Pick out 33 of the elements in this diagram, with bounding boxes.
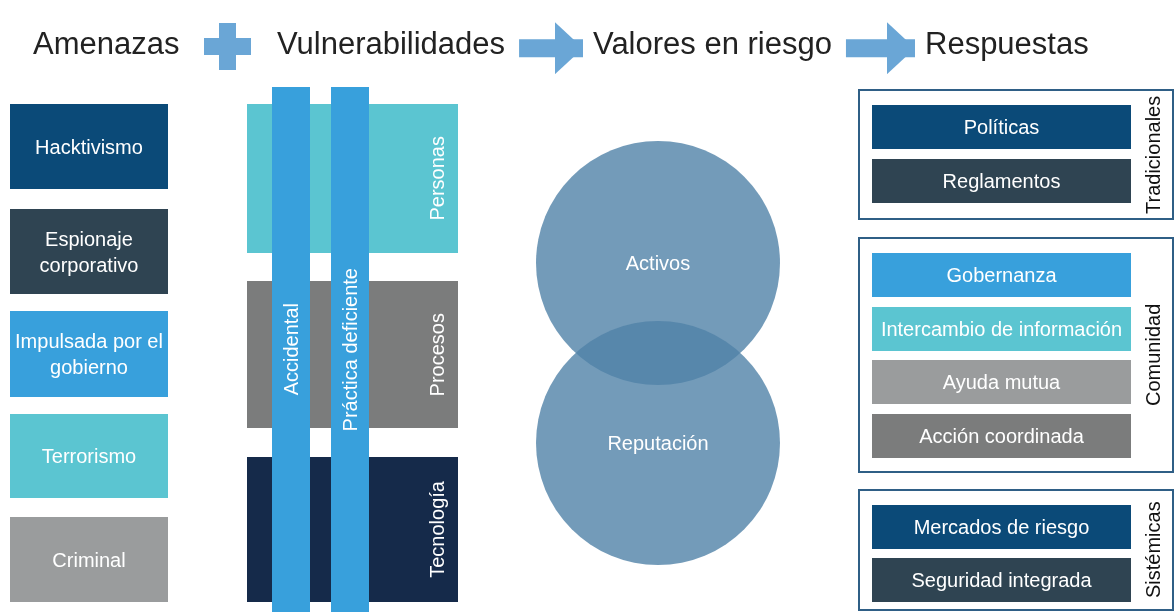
category-box: Hacktivismo [10, 104, 168, 189]
heading: Amenazas [33, 24, 180, 65]
block-label: Tecnología [425, 481, 449, 578]
category-box: Seguridad integrada [872, 558, 1131, 602]
category-box: Acción coordinada [872, 414, 1131, 458]
heading: Valores en riesgo [593, 24, 832, 65]
category-box: Impulsada por el gobierno [10, 311, 168, 397]
category-box: Ayuda mutua [872, 360, 1131, 404]
bar-label: Práctica deficiente [338, 267, 362, 432]
heading: Vulnerabilidades [277, 24, 506, 65]
group-title: Sistémicas [1141, 500, 1165, 601]
category-box: Gobernanza [872, 253, 1131, 297]
arrow [845, 22, 915, 75]
arrow [519, 22, 583, 75]
vertical-bar [272, 87, 310, 612]
cluster [858, 489, 1174, 611]
category-box: Políticas [872, 105, 1131, 149]
cluster [858, 89, 1174, 220]
bar-label: Accidental [279, 303, 303, 396]
category-box: Espionaje corporativo [10, 209, 168, 294]
category-box: Terrorismo [10, 414, 168, 498]
vertical-bar [331, 87, 369, 612]
category-box: Intercambio de información [872, 307, 1131, 351]
group-title: Comunidad [1141, 302, 1165, 409]
category-box: Criminal [10, 517, 168, 602]
heading: Respuestas [925, 24, 1089, 65]
category-box: Mercados de riesgo [872, 505, 1131, 549]
block-label: Procesos [425, 312, 449, 397]
block-label: Personas [425, 136, 449, 221]
cluster [858, 237, 1174, 473]
circle: Reputación [536, 321, 780, 565]
category-box: Reglamentos [872, 159, 1131, 203]
group-title: Tradicionales [1141, 94, 1165, 216]
